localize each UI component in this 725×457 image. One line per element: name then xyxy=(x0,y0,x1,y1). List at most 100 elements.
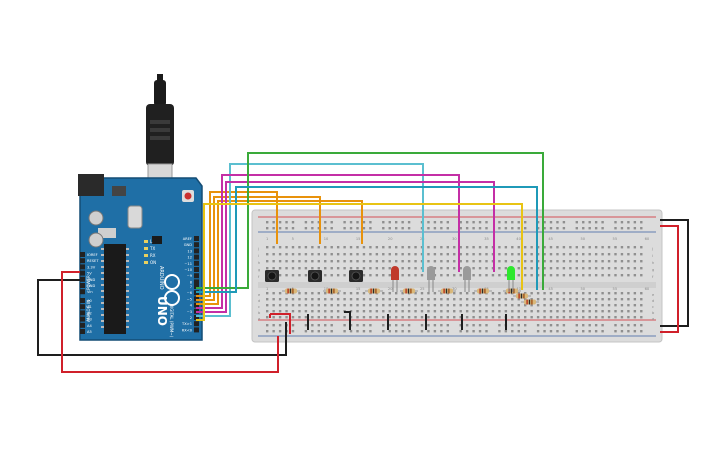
row-letter: a xyxy=(258,317,260,321)
column-number: 1 xyxy=(266,287,268,291)
header-pin[interactable] xyxy=(80,322,85,328)
arduino-uno-board[interactable]: ARDUINO UNO DIGITAL (PWM~) POWER ANALOG … xyxy=(78,174,203,341)
pin-label: RESET xyxy=(87,259,99,263)
column-number: 40 xyxy=(516,287,521,291)
row-letter: d xyxy=(652,299,654,303)
header-pin[interactable] xyxy=(194,273,199,279)
row-letter: e xyxy=(652,293,655,297)
column-number: 30 xyxy=(452,287,457,291)
green-led xyxy=(507,266,515,292)
header-pin[interactable] xyxy=(194,327,199,333)
header-pin[interactable] xyxy=(194,284,199,289)
column-number: 55 xyxy=(613,237,618,241)
header-pin[interactable] xyxy=(194,321,199,327)
header-pin[interactable] xyxy=(80,298,85,303)
row-letter: h xyxy=(258,261,260,265)
column-number: 40 xyxy=(516,237,521,241)
column-number: 45 xyxy=(548,237,553,241)
digital-header-label: DIGITAL (PWM~) xyxy=(169,304,174,338)
row-letter: g xyxy=(258,268,260,272)
pin-label: 7 xyxy=(190,285,192,289)
resistor xyxy=(521,299,539,305)
column-number: 15 xyxy=(356,287,361,291)
header-pin[interactable] xyxy=(80,264,85,270)
pin-label: A0 xyxy=(87,299,92,303)
row-letter: i xyxy=(652,254,653,258)
header-pin[interactable] xyxy=(194,236,199,241)
header-pin[interactable] xyxy=(80,329,85,334)
row-letter: f xyxy=(652,275,654,279)
row-letter: f xyxy=(258,275,260,279)
header-pin[interactable] xyxy=(194,260,199,266)
row-letter: e xyxy=(258,293,261,297)
pin-label: GND xyxy=(87,284,95,288)
header-pin[interactable] xyxy=(80,252,85,257)
wire-magenta-2 xyxy=(196,181,495,313)
wire-red-rail xyxy=(660,225,679,333)
header-pin[interactable] xyxy=(80,276,85,282)
header-pin[interactable] xyxy=(194,302,199,308)
column-number: 5 xyxy=(292,237,294,241)
pin-label: IOREF xyxy=(87,253,98,257)
wire-teal xyxy=(196,186,538,293)
pin-label: GND xyxy=(87,278,95,282)
resistor xyxy=(323,288,341,294)
row-letter: d xyxy=(258,299,260,303)
header-pin[interactable] xyxy=(80,316,85,322)
header-pin[interactable] xyxy=(80,283,85,288)
wire-red-5v xyxy=(61,271,279,373)
header-pin[interactable] xyxy=(80,289,85,295)
row-letter: c xyxy=(652,305,654,309)
header-pin[interactable] xyxy=(194,296,199,302)
row-letter: b xyxy=(652,311,655,315)
column-number: 45 xyxy=(548,287,553,291)
column-number: 30 xyxy=(452,237,457,241)
pin-label: 8 xyxy=(190,280,193,284)
pin-label: ~10 xyxy=(184,268,192,272)
pin-label: A5 xyxy=(87,330,92,334)
row-letter: i xyxy=(258,254,259,258)
pin-label: 13 xyxy=(187,249,192,253)
red-led xyxy=(391,266,399,292)
resistor xyxy=(365,288,383,294)
resistor xyxy=(474,288,492,294)
power-jack xyxy=(78,174,104,196)
header-pin[interactable] xyxy=(194,279,199,285)
push-button-2[interactable] xyxy=(308,270,322,282)
column-number: 35 xyxy=(484,237,489,241)
header-pin[interactable] xyxy=(194,254,199,260)
push-button-3[interactable] xyxy=(349,270,363,282)
row-letter: j xyxy=(651,247,653,251)
header-pin[interactable] xyxy=(194,248,199,254)
pin-label: 12 xyxy=(187,256,192,260)
header-pin[interactable] xyxy=(80,270,85,276)
pin-label: Vin xyxy=(87,290,93,294)
header-pin[interactable] xyxy=(80,258,85,264)
header-pin[interactable] xyxy=(80,310,85,316)
pin-label: A3 xyxy=(87,318,92,322)
wire-magenta-1 xyxy=(196,174,460,309)
header-pin[interactable] xyxy=(194,242,199,248)
header-pin[interactable] xyxy=(194,315,199,320)
board-led-label: TX xyxy=(149,246,155,251)
pin-label: ~3 xyxy=(187,310,192,314)
board-led-label: L xyxy=(150,239,153,244)
header-pin[interactable] xyxy=(80,304,85,310)
power-label: POWER xyxy=(86,275,91,290)
pin-label: ~11 xyxy=(184,262,192,266)
push-button-1[interactable] xyxy=(265,270,279,282)
header-pin[interactable] xyxy=(194,267,199,272)
push-buttons[interactable] xyxy=(265,270,363,282)
board-led-label: RX xyxy=(150,253,156,258)
column-number: 50 xyxy=(580,287,585,291)
wire-orange-1 xyxy=(196,191,278,297)
resistor xyxy=(513,293,531,299)
resistor xyxy=(400,288,418,294)
